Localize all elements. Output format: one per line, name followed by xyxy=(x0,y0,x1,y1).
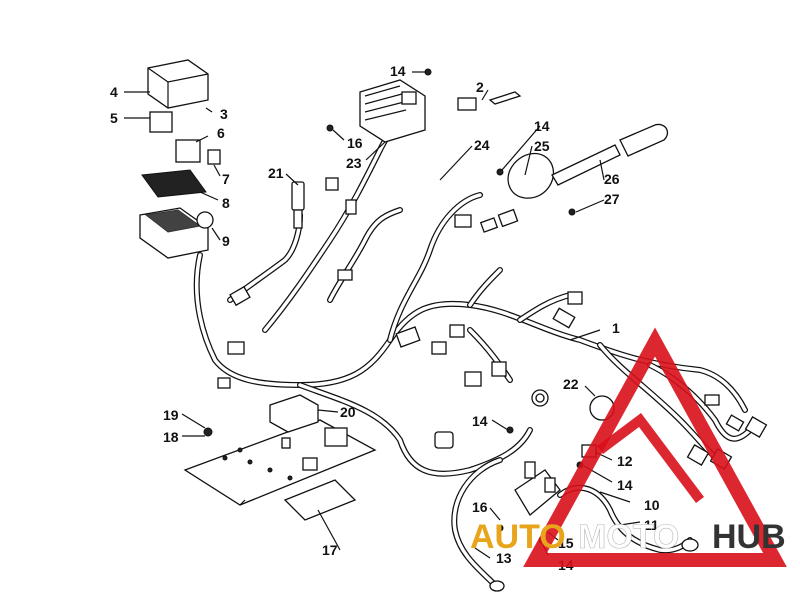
voltage-regulator xyxy=(359,79,522,143)
watermark-text-moto: MOTO xyxy=(578,518,679,556)
leader-lines xyxy=(124,71,641,559)
callout-23: 23 xyxy=(346,155,362,171)
callout-21: 21 xyxy=(268,165,284,181)
callout-16a: 16 xyxy=(347,135,363,151)
callout-19: 19 xyxy=(163,407,179,423)
watermark-triangle xyxy=(523,327,787,567)
callout-8: 8 xyxy=(222,195,230,211)
starter-solenoid xyxy=(514,461,561,516)
callout-16b: 16 xyxy=(472,499,488,515)
watermark-text-auto: AUTO xyxy=(470,518,566,556)
handlebar-switch xyxy=(507,123,669,199)
callout-3: 3 xyxy=(220,106,228,122)
main-wiring-harness xyxy=(193,107,753,477)
callout-13: 13 xyxy=(496,550,512,566)
callout-17: 17 xyxy=(322,542,338,558)
callout-14b: 14 xyxy=(472,413,488,429)
callout-25: 25 xyxy=(534,138,550,154)
callout-24: 24 xyxy=(474,137,490,153)
callout-12: 12 xyxy=(617,453,633,469)
callout-4: 4 xyxy=(110,84,118,100)
watermark-text-hub: HUB xyxy=(712,518,786,556)
callout-14d: 14 xyxy=(617,477,633,493)
callout-20: 20 xyxy=(340,404,356,420)
callout-14c: 14 xyxy=(534,118,550,134)
callout-15: 15 xyxy=(558,535,574,551)
callout-14a: 14 xyxy=(390,63,406,79)
fuse-box-assembly xyxy=(139,59,221,259)
callout-5: 5 xyxy=(110,110,118,126)
callout-labels: 1 2 3 4 5 6 7 8 9 10 11 12 13 14 14 14 1… xyxy=(110,63,660,573)
callout-7: 7 xyxy=(222,171,230,187)
callout-2: 2 xyxy=(476,79,484,95)
callout-27: 27 xyxy=(604,191,620,207)
callout-10: 10 xyxy=(644,497,660,513)
callout-6: 6 xyxy=(217,125,225,141)
fasteners xyxy=(203,68,584,544)
callout-1: 1 xyxy=(612,320,620,336)
automotohub-watermark: AUTO MOTO HUB xyxy=(470,327,787,567)
callout-22: 22 xyxy=(563,376,579,392)
harness-connectors xyxy=(217,177,768,470)
relay-20 xyxy=(269,394,348,447)
callout-9: 9 xyxy=(222,233,230,249)
sensor-21 xyxy=(291,181,305,229)
callout-26: 26 xyxy=(604,171,620,187)
callout-18: 18 xyxy=(163,429,179,445)
callout-11: 11 xyxy=(644,517,659,533)
